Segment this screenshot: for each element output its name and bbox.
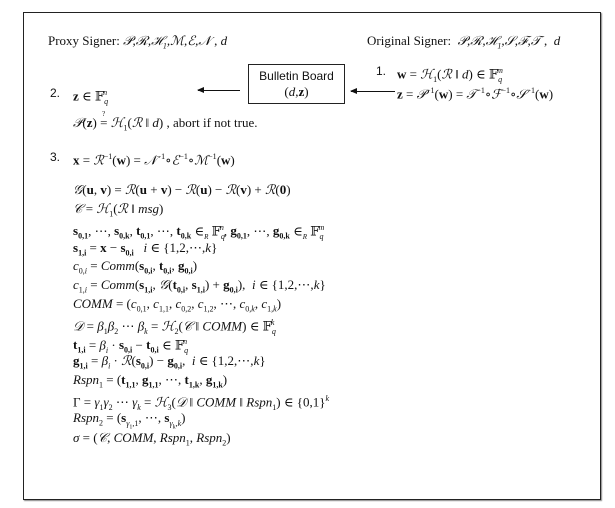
bulletin-board-box: Bulletin Board (d,z): [248, 64, 345, 104]
equation-D: 𝒟 = β1β2 ⋯ βk = ℋ2(𝒞 ‖ COMM) ∈ 𝔽qk: [73, 318, 276, 336]
step-3-number: 3.: [50, 150, 61, 164]
equation-sigma: σ = (𝒞, COMM, Rspn1, Rspn2): [73, 430, 231, 448]
equation-c0i: c0,i = Comm(s0,i, t0,i, g0,i): [73, 258, 198, 276]
equation-c1i: c1,i = Comm(s1,i, 𝒢(t0,i, s1,i) + g0,i),…: [73, 277, 326, 295]
equation-G: 𝒢(u, v) = ℛ(u + v) − ℛ(u) − ℛ(v) + ℛ(0): [73, 182, 291, 197]
step-1-line-1: w = ℋ1(ℛ ‖ d) ∈ 𝔽qm: [397, 66, 503, 84]
proxy-signer-label: Proxy Signer: 𝒫,ℛ,ℋ1,ℳ,ℰ,𝒩 , d: [48, 33, 228, 51]
equation-t1i: t1,i = βi · s0,i − t0,i ∈ 𝔽qn: [73, 337, 189, 355]
left-arrow-icon: [197, 87, 240, 93]
step-2-line-2: 𝒫(z) =? ℋ1(ℛ ‖ d) , abort if not true.: [73, 110, 258, 133]
step-1-line-2: z = 𝒫−1(w) = 𝒯−1∘ℱ−1∘𝒮−1(w): [397, 86, 554, 102]
step-2-number: 2.: [50, 86, 61, 100]
right-arrow-icon: [350, 88, 395, 94]
equation-random-choices: s0,1, ⋯, s0,k, t0,1, ⋯, t0,k ∈R 𝔽qn, g0,…: [73, 223, 325, 241]
step-3-line-1: x = ℛ−1(w) = 𝒩−1∘ℰ−1∘ℳ−1(w): [73, 152, 235, 168]
diagram-frame: [23, 12, 601, 500]
original-signer-label: Original Signer: 𝒫,ℛ,ℋ1,𝒮,ℱ,𝒯 , d: [367, 33, 561, 51]
equation-C: 𝒞 = ℋ1(ℛ ‖ msg): [73, 201, 164, 219]
bulletin-board-content: (d,z): [284, 84, 309, 99]
equation-COMM: COMM = (c0,1, c1,1, c0,2, c1,2, ⋯, c0,k,…: [73, 296, 282, 314]
step-1-number: 1.: [376, 64, 387, 78]
equation-Gamma: Γ = γ1γ2 ⋯ γk = ℋ3(𝒟 ‖ COMM ‖ Rspn1) ∈ {…: [73, 394, 329, 412]
equation-Rspn1: Rspn1 = (t1,1, g1,1, ⋯, t1,k, g1,k): [73, 372, 228, 390]
equation-g1i: g1,i = βi · ℛ(s0,i) − g0,i, i ∈ {1,2,⋯,k…: [73, 353, 266, 371]
equation-s1i: s1,i = x − s0,i i ∈ {1,2,⋯,k}: [73, 240, 218, 258]
equation-Rspn2: Rspn2 = (sγ1,1, ⋯, sγk,k): [73, 410, 186, 431]
step-2-line-1: z ∈ 𝔽qn: [73, 88, 109, 106]
bulletin-board-title: Bulletin Board: [259, 69, 334, 83]
